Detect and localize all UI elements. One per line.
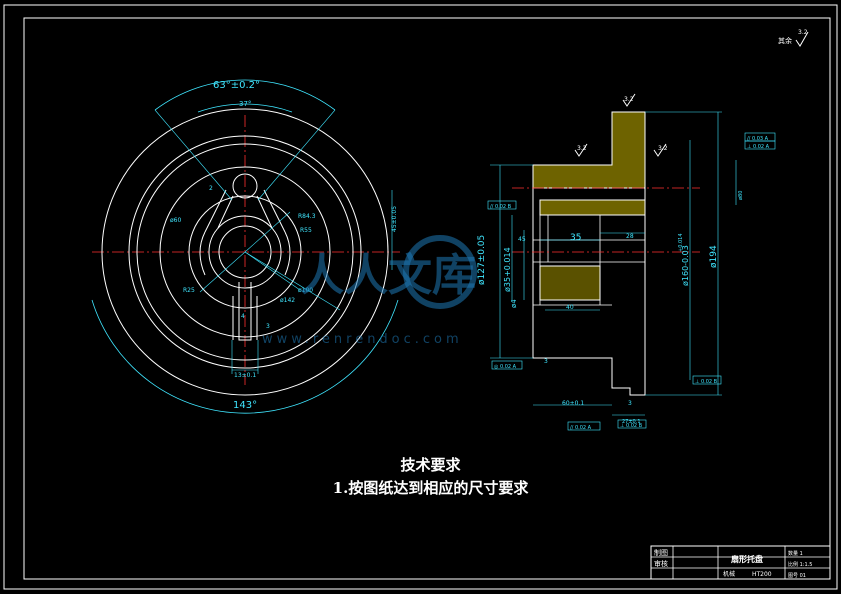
scale-cell: 比例 1:1.5: [788, 561, 812, 568]
top-hole-circle: [232, 173, 258, 199]
frame-low-left: ◎ 0.02 A: [494, 364, 517, 370]
hatch-inner-block: [539, 265, 601, 301]
dim-60: 60±0.1: [562, 400, 584, 407]
angle-top-label: 63°±0.2°: [213, 80, 260, 91]
cell-design: 制图: [654, 548, 668, 557]
cell-check: 审核: [654, 559, 668, 568]
diameter-60-label: ø60: [170, 217, 181, 224]
inner-border: [23, 17, 831, 580]
outer-border: [3, 4, 838, 590]
ring-circle-3: [136, 143, 354, 361]
quantity-cell: 数量 1: [788, 550, 803, 557]
svg-text:其余: 其余: [778, 36, 792, 45]
title-block: 制图 审核 扇形托盘 机械 HT200 数量 1 比例 1:1.5 图号 01: [650, 545, 831, 580]
frame-bottom-1: // 0.02 A: [570, 425, 592, 431]
bore-circle: [218, 225, 272, 279]
dim-d4: ø4: [510, 299, 518, 308]
side-dim-label: 45±0.05: [391, 206, 398, 232]
front-view: 63°±0.2° 37° 143° R84.3 R55 R25 ø60 ø100…: [91, 79, 400, 414]
dim-d127: ø127±0.05: [477, 235, 487, 285]
radius-r843-label: R84.3: [298, 213, 316, 220]
tol-frame-1: // 0.03 A: [747, 136, 769, 142]
dim-right: ø80: [738, 191, 744, 200]
tol-left-frame: // 0.02 B: [490, 204, 512, 210]
frame-bottom-2: ⊥ 0.02 B: [620, 423, 643, 429]
angle-arc-top: [154, 79, 336, 111]
roughness-top-label: 3.2: [624, 96, 634, 103]
hub-mid-circle: [208, 215, 282, 289]
dim-3: 3: [628, 400, 632, 407]
ring-circle-4: [159, 166, 331, 338]
ring-circle-2: [128, 135, 362, 369]
diameter-100-label: ø100: [298, 287, 313, 294]
dim-d35: ø35+0.014: [503, 247, 512, 292]
section-outline: [532, 111, 646, 396]
dim-27: 27±0.1: [622, 419, 641, 425]
roughness-mid-label: 3.2: [577, 145, 587, 152]
lower-slot: [232, 282, 258, 341]
material-value: HT200: [752, 571, 772, 578]
material-cell: 机械: [723, 570, 735, 578]
slot-width2-label: 3: [266, 323, 270, 330]
hub-lobes: [199, 231, 291, 276]
tol-frame-2: ⊥ 0.02 A: [747, 144, 770, 150]
hatch-mid-band: [539, 199, 646, 216]
dim-d160: ø160-0.03: [681, 245, 690, 286]
dim-3b: 3: [544, 358, 548, 365]
corner-roughness-symbol: 其余 3.2: [778, 29, 809, 47]
watermark: 人人文库 www.renrendoc.com: [262, 235, 477, 347]
frame-low-right: ⊥ 0.02 B: [695, 379, 718, 385]
dim-d160-tol: +0.014: [678, 233, 684, 252]
angle-bottom-label: 143°: [233, 400, 257, 411]
part-name: 扇形托盘: [731, 554, 763, 564]
angle-arc-inner: [197, 103, 293, 113]
radius-r25-label: R25: [183, 287, 195, 294]
section-view: 3.2 3.2 3.2 // 0.03 A ⊥ 0.02 A // 0.02 B…: [477, 93, 776, 431]
radius-r55-label: R55: [300, 227, 312, 234]
dim-d194: ø194: [709, 245, 719, 268]
svg-text:3.2: 3.2: [798, 29, 808, 36]
dim-45: 45: [518, 236, 526, 243]
roughness-corner-label: 3.2: [658, 145, 668, 152]
sheet-cell: 图号 01: [788, 573, 806, 579]
watermark-url: www.renrendoc.com: [262, 332, 463, 347]
dim-40: 40: [566, 304, 574, 311]
requirements-line-1: 1.按图纸达到相应的尺寸要求: [332, 479, 529, 497]
watermark-brand: 人人文库: [300, 250, 476, 301]
requirements-title: 技术要求: [400, 456, 461, 474]
dim-28: 28: [626, 233, 634, 240]
hub-outer-circle: [188, 195, 302, 309]
dim-35: 35: [570, 233, 581, 243]
outer-circle: [101, 108, 389, 396]
angle-arc-bottom: [91, 299, 399, 414]
upper-spokes: [204, 189, 286, 233]
hatch-top-flange: [532, 111, 646, 189]
slot-width-label: 4: [241, 313, 245, 320]
angle-inner-label: 37°: [239, 100, 251, 108]
small-2-label: 2: [209, 185, 213, 192]
diameter-142-label: ø142: [280, 297, 295, 304]
slot-bottom-label: 13±0.1: [234, 372, 256, 379]
